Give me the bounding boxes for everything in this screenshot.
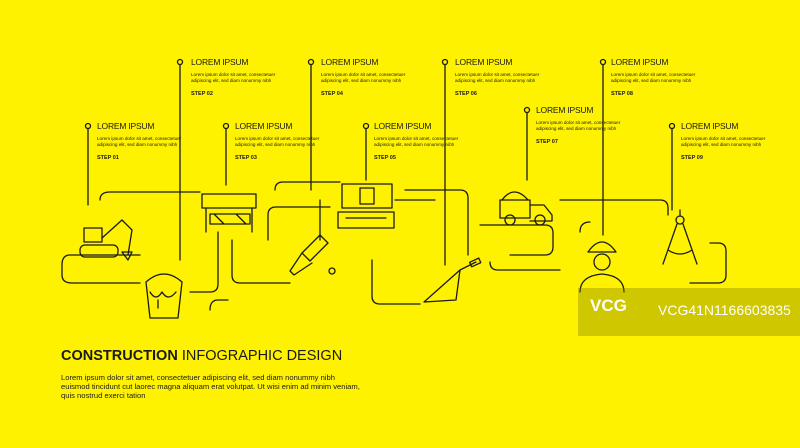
step-title: LOREM IPSUM: [611, 57, 669, 67]
step-2: LOREM IPSUM Lorem ipsum dolor sit amet, …: [191, 57, 286, 97]
watermark-logo: VCG: [590, 296, 627, 315]
step-body: Lorem ipsum dolor sit amet, consectetuer…: [191, 72, 276, 83]
step-label: STEP 04: [321, 91, 343, 98]
watermark-code: VCG41N1166603835: [658, 302, 791, 318]
paint-brush-icon: [289, 234, 336, 276]
step-body: Lorem ipsum dolor sit amet, consectetuer…: [681, 136, 766, 147]
infographic-title: CONSTRUCTION INFOGRAPHIC DESIGN: [61, 348, 342, 364]
step-title: LOREM IPSUM: [681, 121, 739, 131]
step-4: LOREM IPSUM Lorem ipsum dolor sit amet, …: [321, 57, 416, 97]
step-label: STEP 08: [611, 91, 633, 98]
infographic-description: Lorem ipsum dolor sit amet, consectetuer…: [61, 373, 360, 400]
step-body: Lorem ipsum dolor sit amet, consectetuer…: [374, 136, 459, 147]
step-title: LOREM IPSUM: [374, 121, 432, 131]
step-label: STEP 07: [536, 139, 558, 146]
step-3: LOREM IPSUM Lorem ipsum dolor sit amet, …: [235, 121, 330, 161]
step-title: LOREM IPSUM: [536, 105, 594, 115]
step-label: STEP 03: [235, 155, 257, 162]
title-light: INFOGRAPHIC DESIGN: [181, 348, 343, 364]
step-body: Lorem ipsum dolor sit amet, consectetuer…: [455, 72, 540, 83]
step-8: LOREM IPSUM Lorem ipsum dolor sit amet, …: [611, 57, 706, 97]
step-label: STEP 02: [191, 91, 213, 98]
step-title: LOREM IPSUM: [455, 57, 513, 67]
step-body: Lorem ipsum dolor sit amet, consectetuer…: [321, 72, 406, 83]
bathroom-sink-icon: [337, 183, 395, 229]
step-7: LOREM IPSUM Lorem ipsum dolor sit amet, …: [536, 105, 631, 145]
step-label: STEP 06: [455, 91, 477, 98]
step-title: LOREM IPSUM: [97, 121, 155, 131]
worker-icon: [579, 241, 625, 293]
step-title: LOREM IPSUM: [235, 121, 293, 131]
step-pins: [84, 58, 676, 266]
watermark: VCG VCG41N1166603835: [578, 288, 800, 336]
step-label: STEP 05: [374, 155, 396, 162]
title-bold: CONSTRUCTION: [61, 348, 178, 364]
road-barrier-icon: [201, 193, 257, 233]
step-5: LOREM IPSUM Lorem ipsum dolor sit amet, …: [374, 121, 469, 161]
step-label: STEP 09: [681, 155, 703, 162]
step-body: Lorem ipsum dolor sit amet, consectetuer…: [611, 72, 696, 83]
step-body: Lorem ipsum dolor sit amet, consectetuer…: [97, 136, 182, 147]
paint-bucket-icon: [145, 273, 183, 319]
step-1: LOREM IPSUM Lorem ipsum dolor sit amet, …: [97, 121, 192, 161]
dump-truck-icon: [499, 191, 553, 226]
step-6: LOREM IPSUM Lorem ipsum dolor sit amet, …: [455, 57, 550, 97]
step-body: Lorem ipsum dolor sit amet, consectetuer…: [536, 120, 621, 131]
step-body: Lorem ipsum dolor sit amet, consectetuer…: [235, 136, 320, 147]
step-label: STEP 01: [97, 155, 119, 162]
excavator-icon: [79, 219, 133, 261]
trowel-icon: [423, 257, 482, 303]
compass-icon: [662, 209, 698, 265]
step-title: LOREM IPSUM: [321, 57, 379, 67]
step-title: LOREM IPSUM: [191, 57, 249, 67]
step-9: LOREM IPSUM Lorem ipsum dolor sit amet, …: [681, 121, 776, 161]
